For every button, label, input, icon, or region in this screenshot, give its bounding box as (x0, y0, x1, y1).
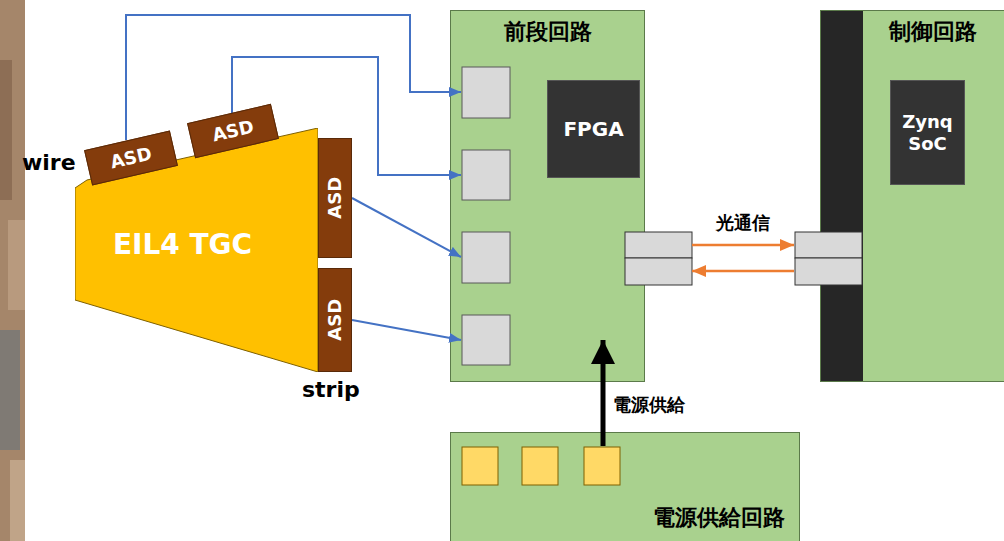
chip-box: FPGA (547, 80, 640, 178)
power-port (522, 447, 558, 485)
optical-port (625, 258, 692, 285)
node-label: EIL4 TGC (75, 228, 290, 262)
connector-port (462, 315, 510, 365)
optical-port (795, 258, 862, 285)
node-label: 制御回路 (863, 19, 1003, 45)
optical-port (795, 232, 862, 258)
photo-strip (0, 0, 25, 541)
node-label: ASD (108, 143, 154, 173)
signal-arrow (352, 320, 461, 340)
signal-arrow (126, 15, 461, 140)
chamber-outline (75, 128, 318, 372)
node-label: ASD (324, 177, 346, 219)
node-label: 前段回路 (451, 19, 644, 45)
circuit-board: 制御回路 Zynq SoC (820, 10, 1004, 382)
photo-strip (8, 220, 25, 310)
circuit-board: 前段回路 FPGA (450, 10, 645, 382)
asd-board: ASD (318, 138, 352, 258)
connector-port (462, 67, 510, 118)
power-port (462, 447, 498, 485)
photo-strip (10, 460, 25, 541)
connector-port (462, 232, 510, 283)
part-label: wire (22, 150, 76, 176)
optical-port (625, 232, 692, 258)
part-label-box: strip (302, 377, 360, 403)
photo-strip (0, 330, 20, 450)
signal-arrow (692, 244, 794, 247)
edge-label-box: 電源供給 (613, 394, 685, 416)
node-label: 電源供給回路 (653, 505, 785, 531)
part-label: strip (302, 377, 360, 403)
signal-arrow (232, 57, 461, 175)
signal-arrow (601, 340, 606, 446)
connector-port (462, 150, 510, 200)
asd-board: ASD (318, 268, 352, 372)
photo-strip (0, 60, 12, 200)
node-label: Zynq SoC (895, 111, 960, 154)
part-label-box: wire (22, 150, 76, 176)
edge-label: 電源供給 (613, 394, 685, 416)
signal-arrow (352, 198, 461, 257)
power-port (584, 447, 620, 485)
edge-label-box: 光通信 (716, 212, 770, 234)
chip-box: Zynq SoC (890, 80, 965, 185)
node-label: FPGA (563, 117, 623, 141)
node-label: ASD (210, 116, 256, 146)
dark-band (821, 11, 863, 381)
circuit-board: 電源供給回路 (450, 432, 800, 541)
node-label: ASD (324, 299, 346, 341)
signal-arrow (692, 270, 794, 273)
edge-label: 光通信 (716, 212, 770, 234)
